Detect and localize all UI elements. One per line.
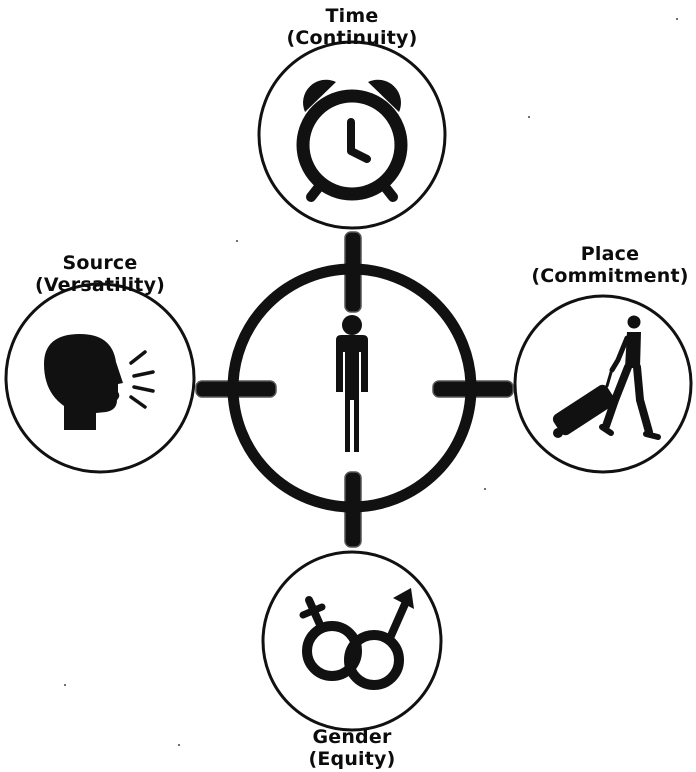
scan-speck: [64, 684, 66, 686]
time-label: Time (Continuity): [277, 5, 427, 49]
gender-label: Gender (Equity): [297, 726, 407, 770]
source-label: Source (Versatility): [20, 252, 180, 296]
place-subtitle: (Commitment): [531, 265, 689, 287]
gender-title: Gender: [312, 726, 392, 748]
source-title: Source: [62, 252, 138, 274]
scan-speck: [528, 116, 530, 118]
alarm-clock-icon: [296, 79, 408, 202]
scan-speck: [484, 488, 486, 490]
speaking-head-icon: [44, 334, 155, 430]
scan-speck: [676, 18, 678, 20]
place-title: Place: [580, 243, 640, 265]
standing-person-icon: [336, 315, 368, 452]
source-subtitle: (Versatility): [34, 274, 166, 296]
gender-symbols-icon: [299, 588, 414, 690]
place-label: Place (Commitment): [524, 243, 696, 287]
scan-speck: [236, 240, 238, 242]
place-circle: [513, 294, 693, 474]
scan-speck: [178, 744, 180, 746]
time-subtitle: (Continuity): [286, 27, 418, 49]
time-title: Time: [325, 5, 379, 27]
traveler-with-suitcase-icon: [552, 315, 661, 440]
center-ring: [227, 263, 477, 513]
gender-subtitle: (Equity): [308, 748, 396, 770]
